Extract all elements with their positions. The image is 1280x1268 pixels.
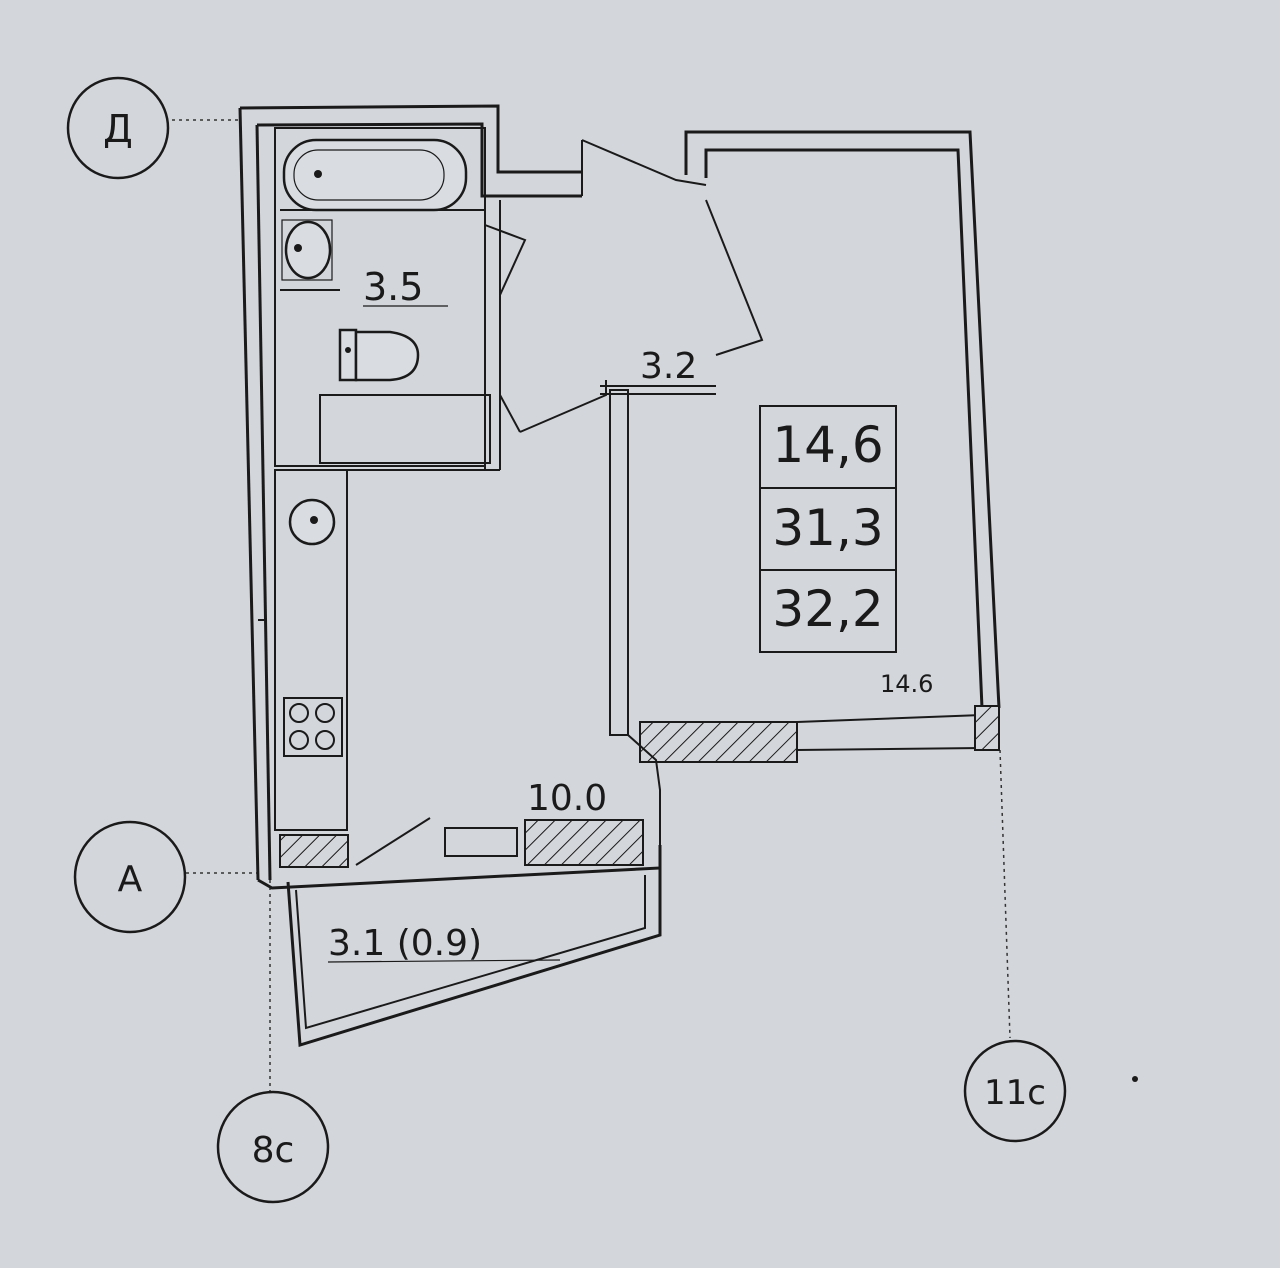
axis-marker-d: Д xyxy=(66,76,170,180)
axis-marker-8c: 8с xyxy=(216,1090,330,1204)
axis-label-a: А xyxy=(118,859,143,900)
axis-marker-11c: 11с xyxy=(963,1039,1067,1143)
axis-label-d: Д xyxy=(103,107,133,151)
balcony-area-label: 3.1 (0.9) xyxy=(328,923,482,964)
axis-label-11c: 11с xyxy=(984,1073,1046,1113)
living-room-area-label: 14.6 xyxy=(880,670,933,698)
total-area-value: 32,2 xyxy=(772,580,883,638)
axis-line-11c xyxy=(999,749,1011,1039)
kitchen-area-label: 10.0 xyxy=(527,778,607,819)
bathroom-area-label: 3.5 xyxy=(363,265,423,309)
toilet xyxy=(338,328,420,382)
living-area-value: 14,6 xyxy=(772,416,883,474)
washbasin xyxy=(281,219,333,281)
area-summary-box: 14,6 31,3 32,2 xyxy=(759,405,897,653)
kitchen-window-wall xyxy=(279,817,644,868)
balcony xyxy=(286,868,662,1047)
partition-wall xyxy=(609,389,1000,845)
plan-dot xyxy=(1132,1076,1138,1082)
usable-area-value: 31,3 xyxy=(772,499,883,557)
axis-label-8c: 8с xyxy=(252,1130,295,1171)
hall-doors xyxy=(484,139,764,433)
hall-area-label: 3.2 xyxy=(640,346,697,387)
stove xyxy=(283,697,343,757)
kitchen-sink xyxy=(288,498,336,546)
kitchen-counter xyxy=(274,469,500,831)
bathtub xyxy=(282,138,468,212)
axis-marker-a: А xyxy=(73,820,187,934)
outer-walls xyxy=(238,104,1001,890)
